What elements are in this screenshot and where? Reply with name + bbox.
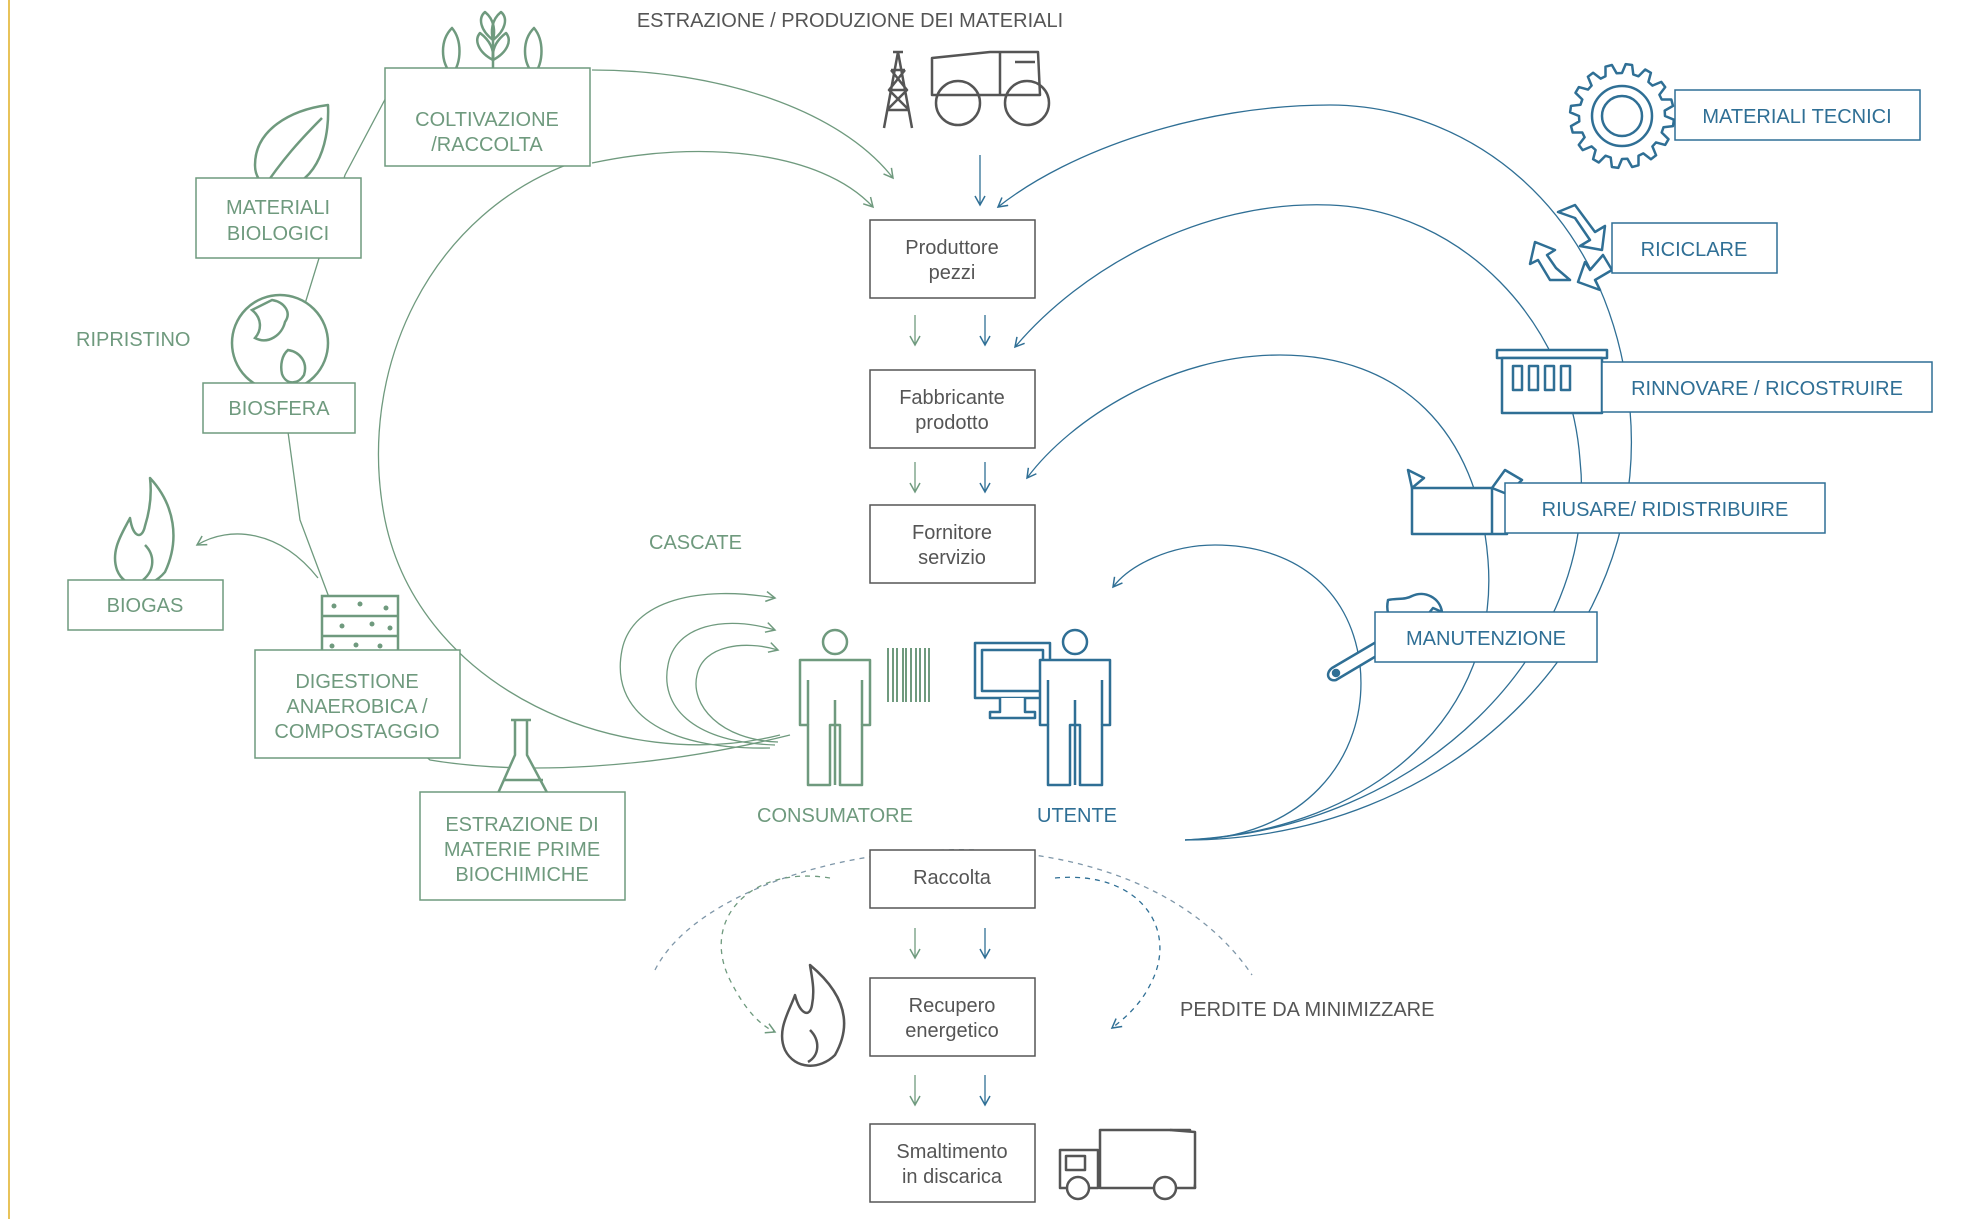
extraction-line-3: BIOCHIMICHE (455, 864, 588, 886)
refurbish-label: RINNOVARE / RICOSTRUIRE (1631, 378, 1903, 400)
chain-arrows (909, 155, 991, 1107)
digestion-line-3: COMPOSTAGGIO (274, 721, 439, 743)
garbage-truck-icon (1058, 1128, 1197, 1201)
globe-icon (230, 293, 330, 393)
box-manufacturer: Fabbricante prodotto (869, 369, 1036, 449)
maintenance-label: MANUTENZIONE (1406, 628, 1566, 650)
box-collection: Raccolta (869, 849, 1036, 909)
oil-derrick-icon (882, 50, 914, 129)
cultivation-line-2: /RACCOLTA (431, 134, 543, 156)
box-digestion: DIGESTIONE ANAEROBICA / COMPOSTAGGIO (254, 649, 461, 759)
extraction-line-1: ESTRAZIONE DI (445, 814, 598, 836)
recycle-icon (1528, 203, 1614, 292)
recycle-label: RICICLARE (1641, 239, 1748, 261)
user-person-icon (1038, 628, 1112, 787)
box-biological-materials: MATERIALI BIOLOGICI (195, 177, 362, 259)
box-icon (1406, 468, 1524, 536)
service-line-2: servizio (918, 547, 986, 569)
collection-label: Raccolta (913, 867, 992, 889)
digestion-line-1: DIGESTIONE (295, 671, 418, 693)
box-energy-recovery: Recupero energetico (869, 977, 1036, 1057)
manufacturer-line-2: prodotto (915, 412, 988, 434)
box-maintenance: MANUTENZIONE (1374, 611, 1598, 663)
biogas-flame-icon (113, 476, 175, 587)
consumer-person-icon (798, 628, 872, 787)
computer-icon (973, 641, 1052, 720)
technical-cycle-lines (996, 104, 1632, 841)
box-biochemical-extraction: ESTRAZIONE DI MATERIE PRIME BIOCHIMICHE (419, 791, 626, 901)
producer-line-1: Produttore (905, 237, 998, 259)
extraction-title: ESTRAZIONE / PRODUZIONE DEI MATERIALI (637, 10, 1063, 32)
frame-edge (8, 0, 10, 1219)
box-biosphere: BIOSFERA (202, 382, 356, 434)
box-producer: Produttore pezzi (869, 219, 1036, 299)
flask-icon (493, 718, 553, 802)
box-landfill: Smaltimento in discarica (869, 1123, 1036, 1203)
box-reuse: RIUSARE/ RIDISTRIBUIRE (1504, 482, 1826, 534)
loss-arcs (654, 849, 1253, 1034)
losses-label: PERDITE DA MINIMIZZARE (1180, 999, 1434, 1021)
box-recycle: RICICLARE (1611, 222, 1778, 274)
extraction-line-2: MATERIE PRIME (444, 839, 600, 861)
box-service-provider: Fornitore servizio (869, 504, 1036, 584)
cascades-label: CASCATE (649, 532, 742, 554)
compost-layers-icon (320, 594, 400, 656)
energy-line-2: energetico (905, 1020, 998, 1042)
biogas-label: BIOGAS (107, 595, 184, 617)
cultivation-line-1: COLTIVAZIONE (415, 109, 559, 131)
consumer-label: CONSUMATORE (757, 805, 913, 827)
manufacturer-line-1: Fabbricante (899, 387, 1005, 409)
landfill-line-1: Smaltimento (896, 1141, 1007, 1163)
landfill-line-2: in discarica (902, 1166, 1003, 1188)
reuse-label: RIUSARE/ RIDISTRIBUIRE (1542, 499, 1789, 521)
bio-materials-line-2: BIOLOGICI (227, 223, 329, 245)
factory-icon (1495, 348, 1609, 415)
mining-truck-icon (930, 50, 1051, 127)
technical-materials-label: MATERIALI TECNICI (1702, 106, 1891, 128)
box-technical-materials: MATERIALI TECNICI (1674, 89, 1921, 141)
box-biogas: BIOGAS (67, 579, 224, 631)
box-refurbish: RINNOVARE / RICOSTRUIRE (1601, 361, 1933, 413)
digestion-line-2: ANAEROBICA / (286, 696, 428, 718)
bio-materials-line-1: MATERIALI (226, 197, 330, 219)
flame-icon (780, 963, 846, 1067)
gear-icon (1568, 62, 1676, 170)
energy-line-1: Recupero (909, 995, 996, 1017)
box-cultivation: COLTIVAZIONE /RACCOLTA (384, 67, 591, 167)
barcode-icon (887, 648, 930, 702)
service-line-1: Fornitore (912, 522, 992, 544)
user-label: UTENTE (1037, 805, 1117, 827)
restoration-label: RIPRISTINO (76, 329, 190, 351)
producer-line-2: pezzi (929, 262, 976, 284)
biosphere-label: BIOSFERA (228, 398, 330, 420)
